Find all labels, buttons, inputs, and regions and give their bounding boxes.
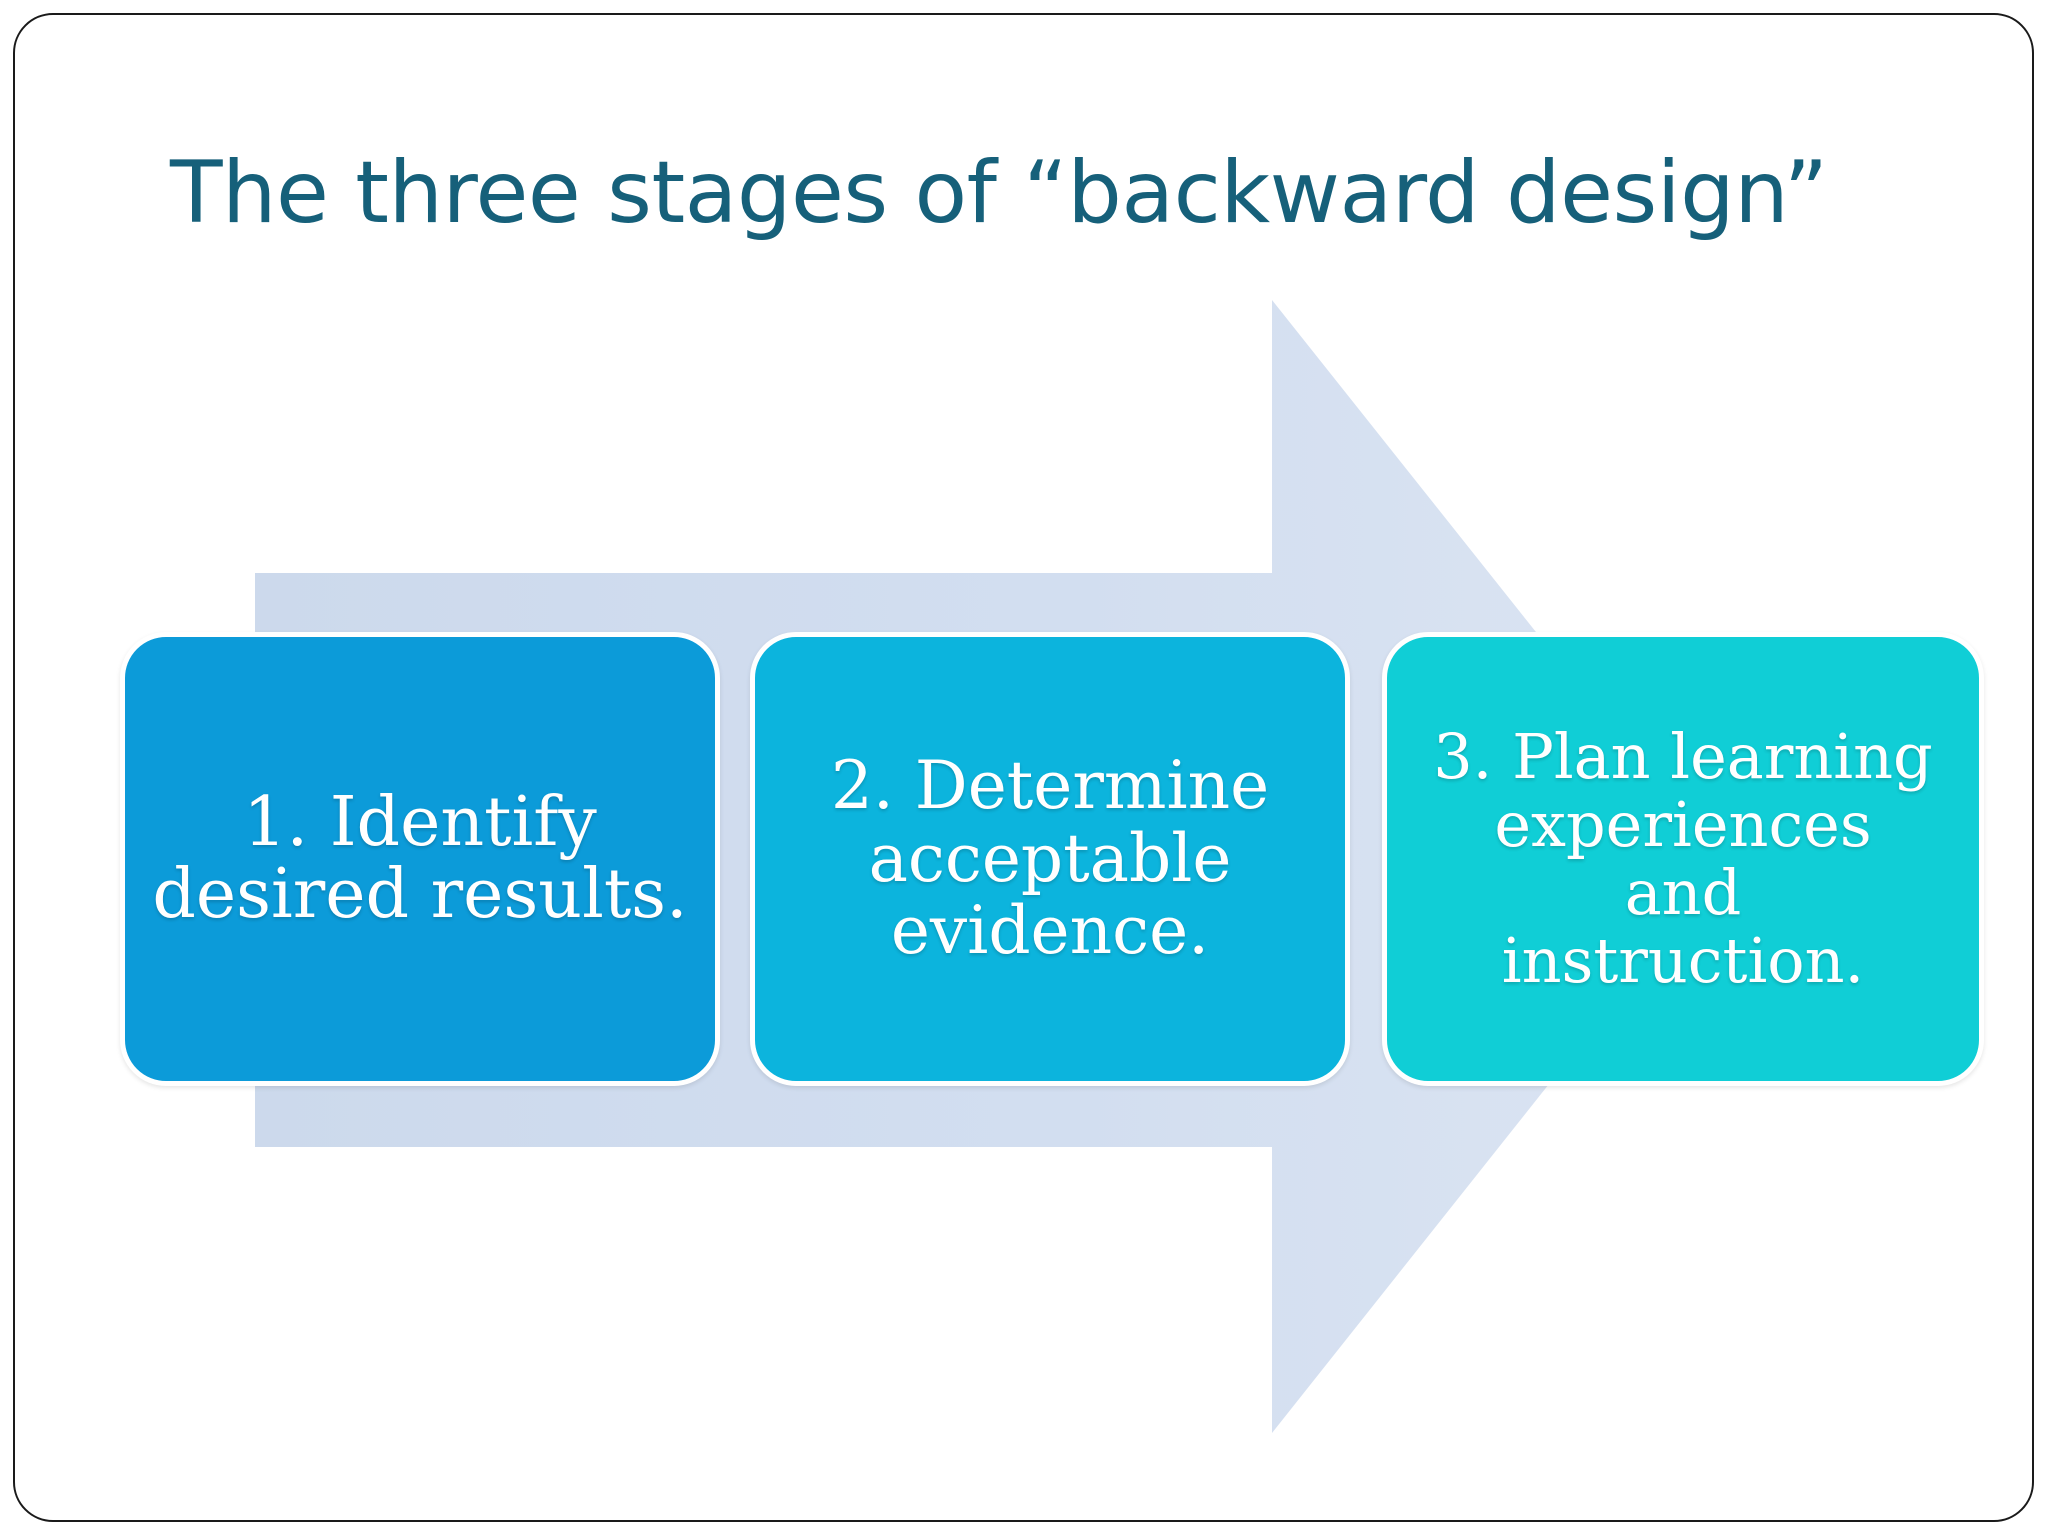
stage-box-determine-acceptable-evidence[interactable]: 2. Determine acceptable evidence.	[750, 632, 1350, 1086]
stage-1-label: 1. Identify desired results.	[152, 782, 688, 934]
stage-3-label: 3. Plan learning experiences and instruc…	[1433, 719, 1933, 998]
stage-box-plan-learning-experiences[interactable]: 3. Plan learning experiences and instruc…	[1382, 632, 1984, 1086]
stage-2-label: 2. Determine acceptable evidence.	[830, 747, 1270, 970]
stage-box-identify-desired-results[interactable]: 1. Identify desired results.	[120, 632, 720, 1086]
page-title: The three stages of “backward design”	[170, 143, 1828, 243]
